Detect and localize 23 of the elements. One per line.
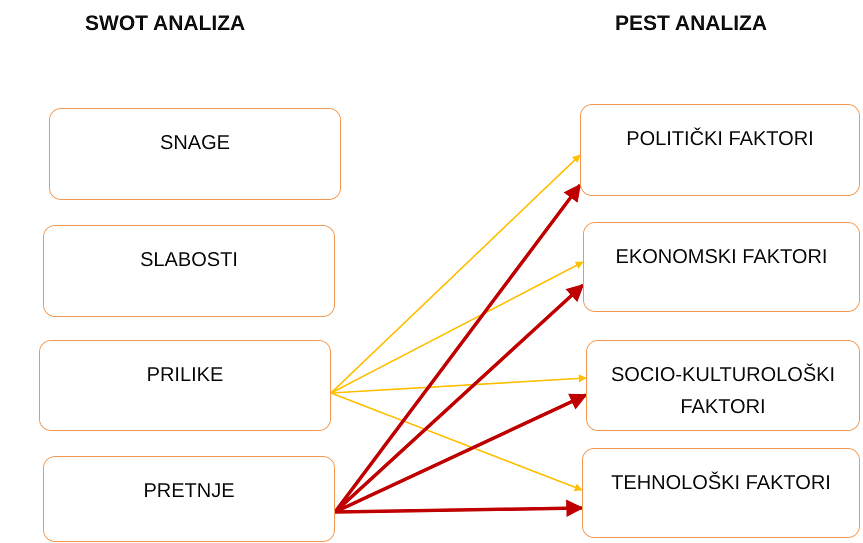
box-label: PRETNJE <box>142 479 236 504</box>
box-label: SLABOSTI <box>139 248 239 273</box>
rounded-box <box>43 456 335 542</box>
box-label: TEHNOLOŠKI FAKTORI <box>610 470 832 496</box>
rounded-box <box>39 340 331 431</box>
rounded-box <box>49 108 341 200</box>
rounded-box <box>582 448 860 538</box>
rounded-box <box>583 222 860 312</box>
box-label: PRILIKE <box>146 363 224 388</box>
heading: PEST ANALIZA <box>615 12 768 35</box>
box-label: EKONOMSKI FAKTORI <box>614 245 828 270</box>
rounded-box <box>43 225 335 317</box>
heading: SWOT ANALIZA <box>85 12 246 35</box>
rounded-box <box>586 340 860 431</box>
arrow <box>330 374 587 394</box>
arrow <box>330 154 581 394</box>
arrow <box>330 392 583 492</box>
box-label: POLITIČKI FAKTORI <box>625 126 815 152</box>
rounded-box <box>580 104 860 196</box>
box-label: SNAGE <box>158 131 232 156</box>
arrow <box>334 500 584 517</box>
arrow <box>330 261 584 394</box>
box-label: SOCIO-KULTUROLOŠKI FAKTORI <box>610 362 836 420</box>
